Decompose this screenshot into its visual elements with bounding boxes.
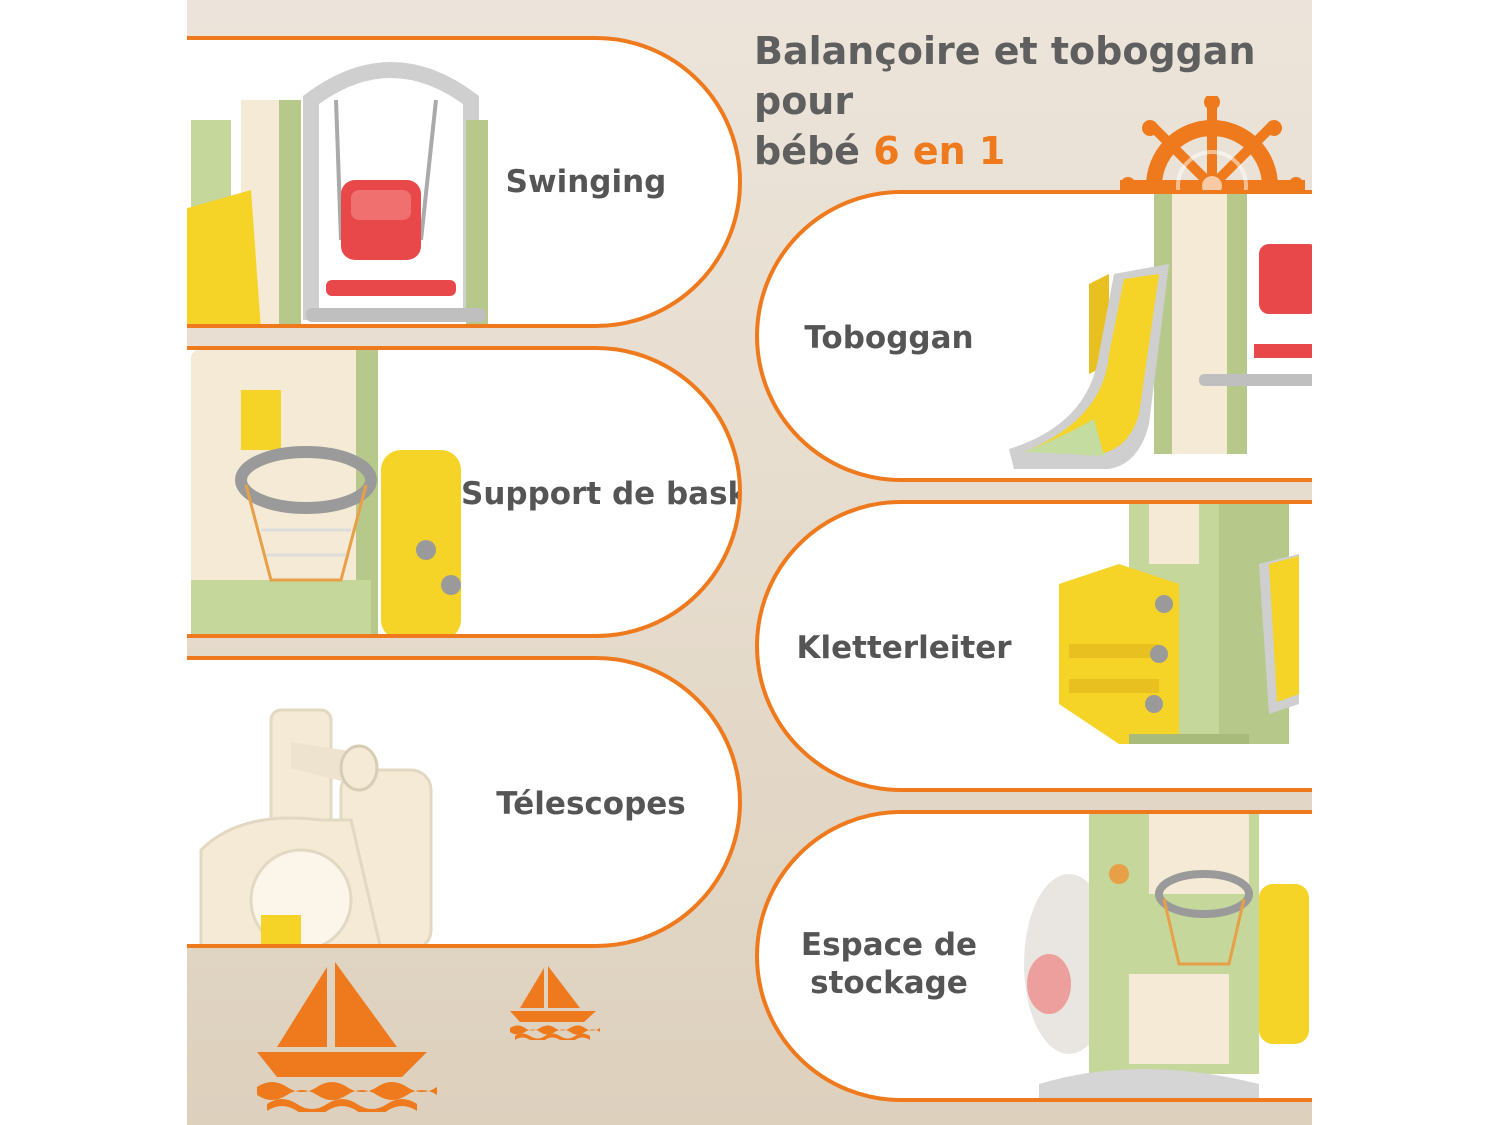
page-title: Balançoire et toboggan pour bébé 6 en 1 <box>754 26 1312 176</box>
title-line-2: bébé 6 en 1 <box>754 126 1312 176</box>
feature-card-climbing-ladder: Kletterleiter <box>755 500 1312 792</box>
feature-label-storage-line-1: Espace de <box>800 927 978 963</box>
feature-label-telescope: Télescopes <box>496 786 686 822</box>
feature-card-storage: Espace de stockage <box>755 810 1312 1102</box>
sailboat-icon <box>257 962 437 1112</box>
feature-label-basketball: Support de basket <box>461 476 738 512</box>
feature-card-swinging: Swinging <box>187 36 742 328</box>
title-line-2-prefix: bébé <box>754 129 860 173</box>
feature-label-toboggan: Toboggan <box>804 320 974 356</box>
feature-label-climbing-ladder: Kletterleiter <box>796 630 1012 666</box>
feature-label-storage-line-2: stockage <box>810 965 968 1001</box>
title-accent: 6 en 1 <box>873 129 1006 173</box>
feature-card-toboggan: Toboggan <box>755 190 1312 482</box>
telescope-illustration <box>199 708 433 944</box>
product-infographic: Balançoire et toboggan pour bébé 6 en 1 <box>187 0 1312 1125</box>
sailboat-icon <box>510 966 600 1040</box>
title-line-1: Balançoire et toboggan pour <box>754 29 1256 123</box>
feature-card-telescope: Télescopes <box>187 656 742 948</box>
basketball-hoop-illustration <box>191 350 461 634</box>
climbing-ladder-illustration <box>1059 504 1299 744</box>
ship-wheel-icon <box>1120 96 1305 192</box>
feature-card-basketball: Support de basket <box>187 346 742 638</box>
storage-space-illustration <box>1024 814 1309 1098</box>
slide-illustration <box>1009 194 1312 469</box>
feature-label-storage: Espace de stockage <box>779 926 999 1002</box>
swing-illustration <box>187 62 488 324</box>
feature-label-swinging: Swinging <box>505 164 667 200</box>
